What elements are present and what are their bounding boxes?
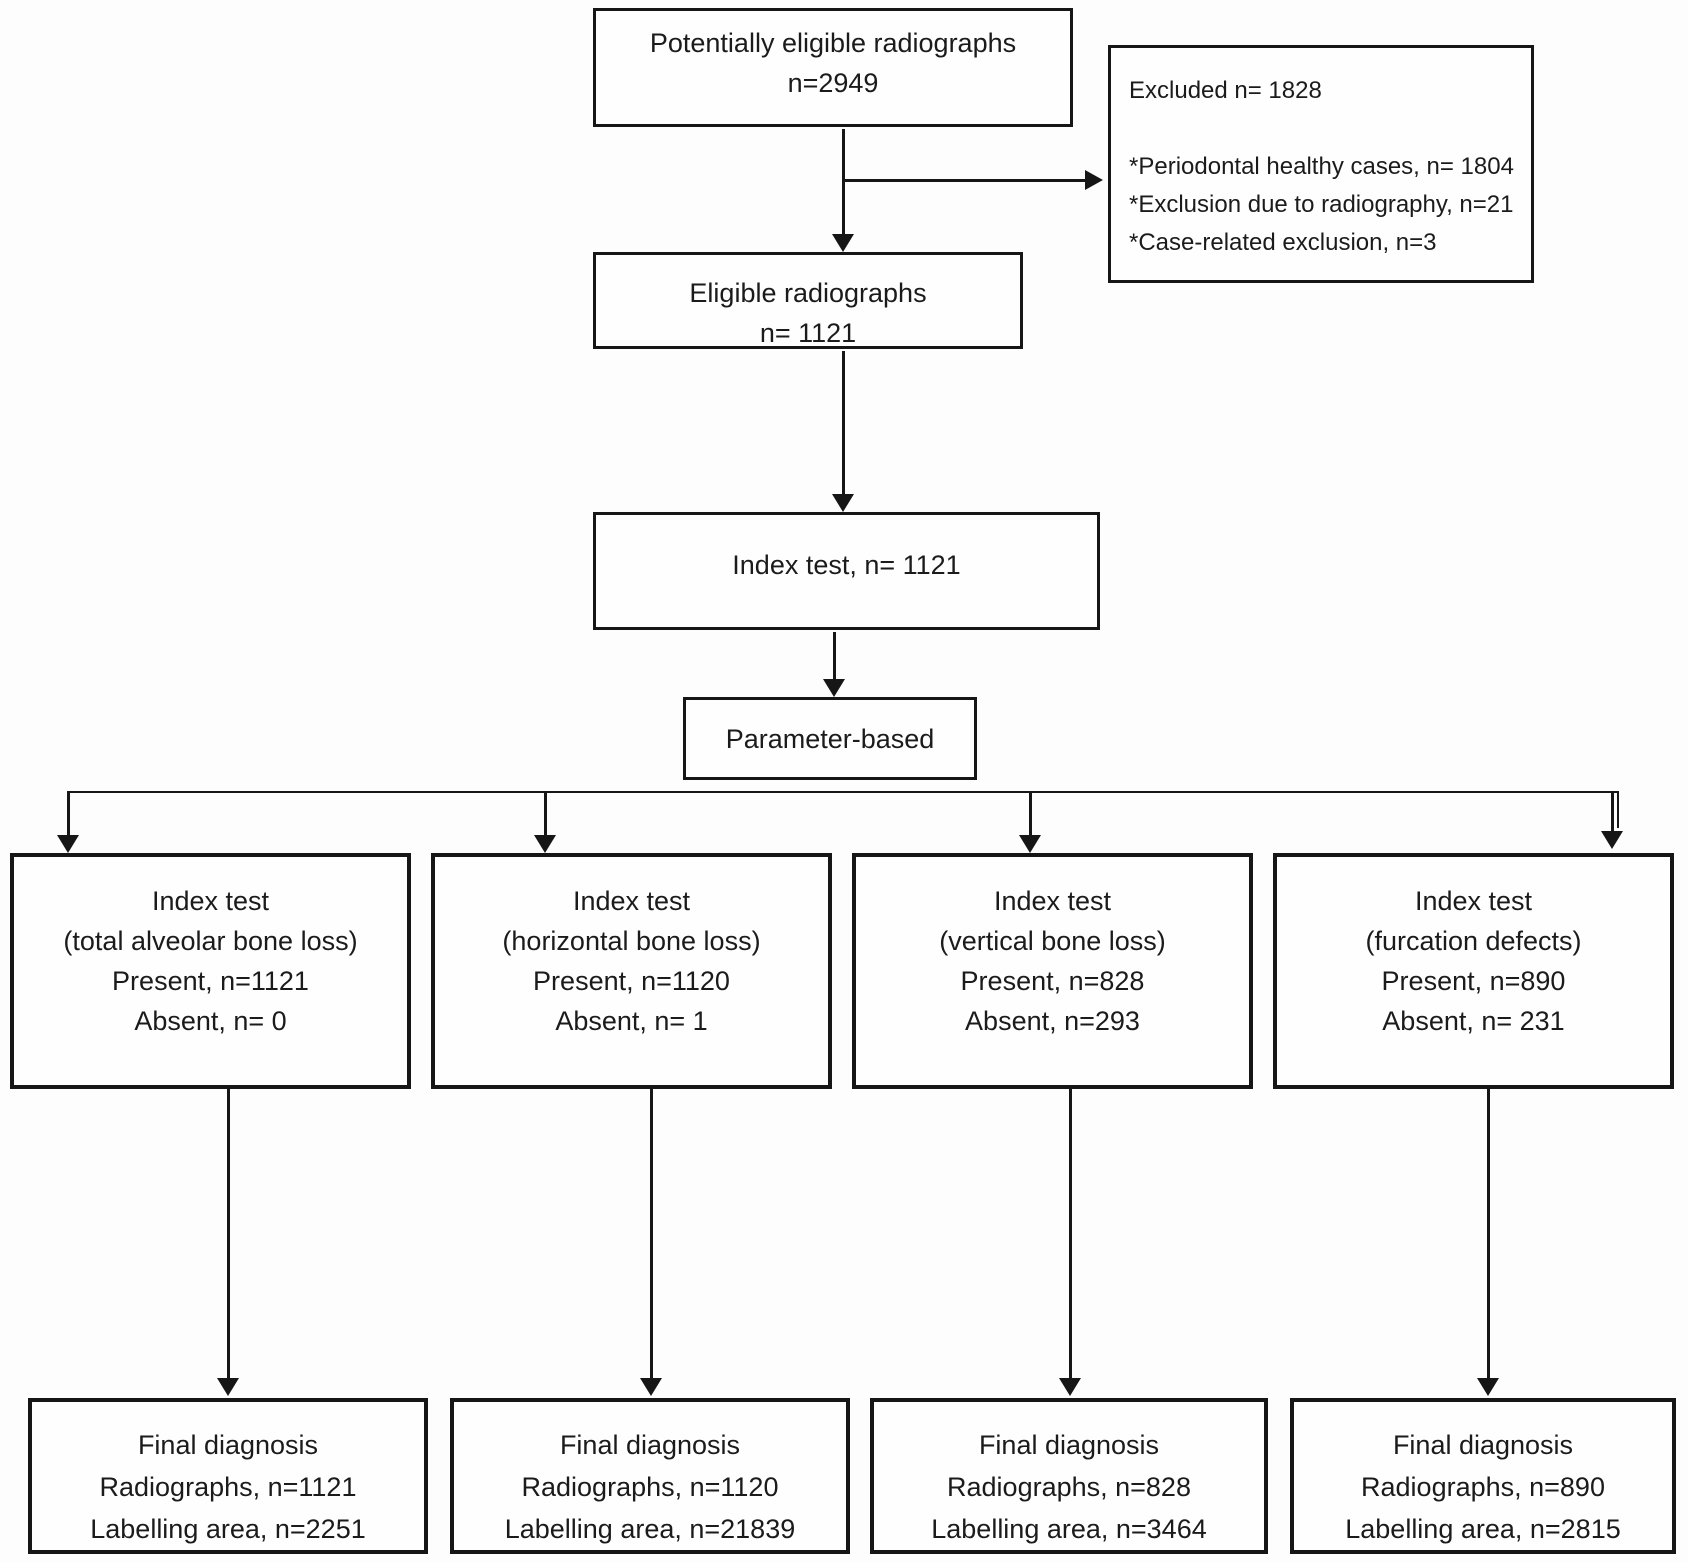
box-final-diagnosis-3: Final diagnosis Radiographs, n=828 Label… bbox=[870, 1398, 1268, 1554]
box-line: Labelling area, n=2815 bbox=[1345, 1514, 1621, 1544]
box-parameter-based: Parameter-based bbox=[683, 697, 977, 780]
box-line: Labelling area, n=21839 bbox=[504, 1514, 796, 1544]
arrowhead-down-icon bbox=[1019, 835, 1041, 853]
box-line: Present, n=1121 bbox=[112, 966, 309, 996]
excluded-item: *Periodontal healthy cases, n= 1804 bbox=[1129, 153, 1514, 180]
arrow-line bbox=[544, 791, 547, 835]
box-line: Radiographs, n=828 bbox=[947, 1472, 1191, 1502]
arrow-line-hook bbox=[1617, 791, 1619, 828]
box-excluded: Excluded n= 1828 *Periodontal healthy ca… bbox=[1108, 45, 1534, 283]
box-line: Index test, n= 1121 bbox=[732, 550, 961, 580]
box-line: Index test bbox=[993, 886, 1112, 916]
box-index-furcation-defects: Index test (furcation defects) Present, … bbox=[1273, 853, 1674, 1089]
box-line: Labelling area, n=2251 bbox=[90, 1514, 366, 1544]
arrow-line bbox=[227, 1089, 230, 1378]
box-line: Potentially eligible radiographs bbox=[649, 28, 1017, 58]
arrowhead-down-icon bbox=[823, 679, 845, 697]
box-line: Final diagnosis bbox=[137, 1430, 319, 1460]
box-line: Final diagnosis bbox=[1392, 1430, 1574, 1460]
connector-line bbox=[68, 791, 1619, 793]
arrow-line bbox=[843, 179, 1085, 182]
box-line: n=2949 bbox=[787, 68, 879, 98]
box-index-horizontal-bone-loss: Index test (horizontal bone loss) Presen… bbox=[431, 853, 832, 1089]
excluded-item: *Exclusion due to radiography, n=21 bbox=[1129, 191, 1514, 218]
box-final-diagnosis-2: Final diagnosis Radiographs, n=1120 Labe… bbox=[450, 1398, 850, 1554]
arrow-line bbox=[1611, 791, 1614, 831]
box-line: Absent, n= 0 bbox=[134, 1006, 287, 1036]
box-line: n= 1121 bbox=[759, 318, 857, 348]
arrowhead-down-icon bbox=[57, 835, 79, 853]
arrow-line bbox=[833, 632, 836, 679]
box-line: Present, n=890 bbox=[1381, 966, 1566, 996]
arrow-line bbox=[67, 791, 70, 835]
arrowhead-down-icon bbox=[1059, 1378, 1081, 1396]
box-line: Present, n=1120 bbox=[533, 966, 730, 996]
box-line: Absent, n= 1 bbox=[555, 1006, 708, 1036]
box-index-test: Index test, n= 1121 bbox=[593, 512, 1100, 630]
box-line: Labelling area, n=3464 bbox=[931, 1514, 1207, 1544]
box-line: Radiographs, n=1121 bbox=[99, 1472, 357, 1502]
arrow-line bbox=[650, 1089, 653, 1378]
box-line: Absent, n= 231 bbox=[1382, 1006, 1565, 1036]
box-line: Absent, n=293 bbox=[965, 1006, 1140, 1036]
box-line: (horizontal bone loss) bbox=[502, 926, 761, 956]
box-final-diagnosis-4: Final diagnosis Radiographs, n=890 Label… bbox=[1290, 1398, 1676, 1554]
arrowhead-down-icon bbox=[832, 234, 854, 252]
box-potentially-eligible: Potentially eligible radiographs n=2949 bbox=[593, 8, 1073, 127]
box-index-vertical-bone-loss: Index test (vertical bone loss) Present,… bbox=[852, 853, 1253, 1089]
arrow-line bbox=[1029, 791, 1032, 835]
box-line: (total alveolar bone loss) bbox=[63, 926, 358, 956]
arrowhead-down-icon bbox=[534, 835, 556, 853]
box-line: Radiographs, n=890 bbox=[1361, 1472, 1605, 1502]
arrow-line bbox=[842, 351, 845, 494]
box-line: Radiographs, n=1120 bbox=[521, 1472, 779, 1502]
box-line: (furcation defects) bbox=[1365, 926, 1582, 956]
arrow-line bbox=[1069, 1089, 1072, 1378]
excluded-title: Excluded n= 1828 bbox=[1129, 77, 1322, 104]
box-line: Index test bbox=[572, 886, 691, 916]
arrowhead-down-icon bbox=[640, 1378, 662, 1396]
arrowhead-down-icon bbox=[217, 1378, 239, 1396]
box-line: Eligible radiographs bbox=[689, 278, 927, 308]
box-line: Final diagnosis bbox=[559, 1430, 741, 1460]
arrowhead-down-icon bbox=[832, 494, 854, 512]
box-final-diagnosis-1: Final diagnosis Radiographs, n=1121 Labe… bbox=[28, 1398, 428, 1554]
arrow-line bbox=[1487, 1089, 1490, 1378]
box-line: Present, n=828 bbox=[960, 966, 1145, 996]
excluded-item: *Case-related exclusion, n=3 bbox=[1129, 229, 1437, 256]
spacer bbox=[1129, 110, 1525, 148]
box-eligible: Eligible radiographs n= 1121 bbox=[593, 252, 1023, 349]
arrowhead-down-icon bbox=[1601, 831, 1623, 849]
arrowhead-down-icon bbox=[1477, 1378, 1499, 1396]
box-line: Index test bbox=[151, 886, 270, 916]
box-index-total-alveolar-bone-loss: Index test (total alveolar bone loss) Pr… bbox=[10, 853, 411, 1089]
arrowhead-right-icon bbox=[1085, 170, 1103, 190]
box-line: Final diagnosis bbox=[978, 1430, 1160, 1460]
box-line: Index test bbox=[1414, 886, 1533, 916]
box-line: Parameter-based bbox=[725, 723, 935, 754]
box-line: (vertical bone loss) bbox=[939, 926, 1166, 956]
